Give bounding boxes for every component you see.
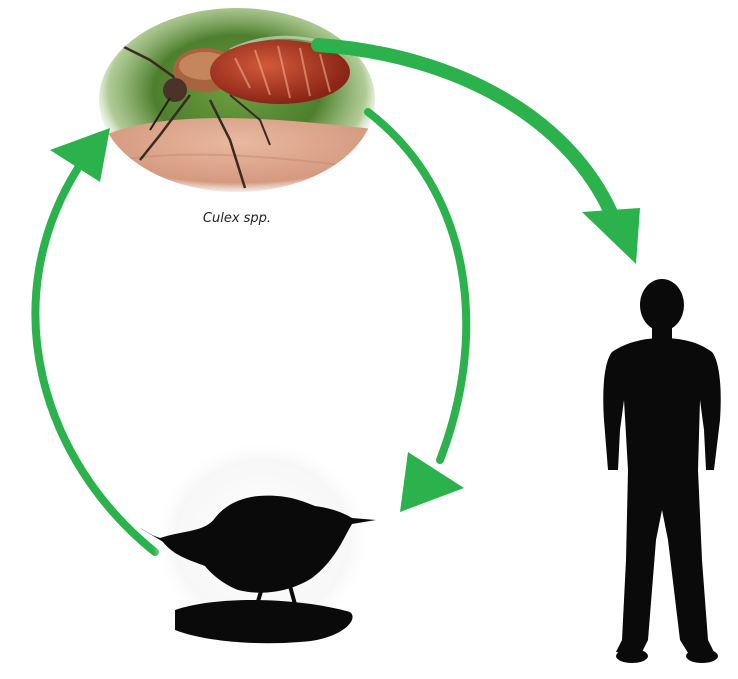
human-silhouette-icon — [603, 279, 720, 663]
arrowhead-icon — [50, 128, 110, 182]
arrowhead-icon — [582, 208, 640, 264]
mosquito-photo-icon — [95, 8, 380, 200]
bird-silhouette-icon — [140, 440, 376, 643]
arrow-mosquito-to-bird — [368, 112, 466, 512]
vector-label: Culex spp. — [203, 211, 271, 226]
arrowhead-icon — [400, 452, 464, 512]
arrow-bird-to-mosquito — [35, 128, 155, 552]
